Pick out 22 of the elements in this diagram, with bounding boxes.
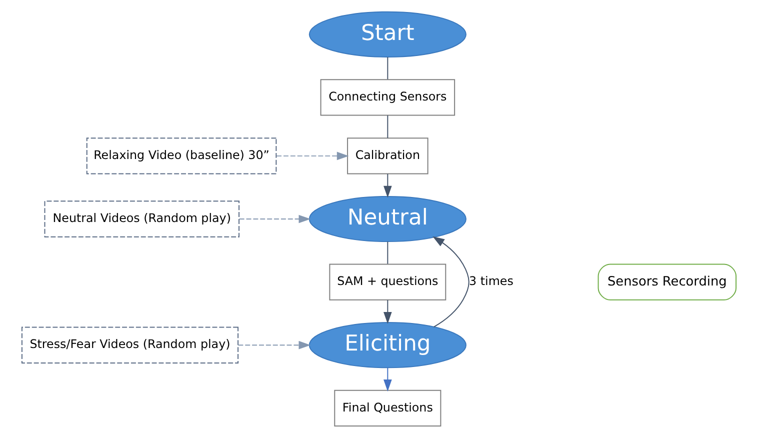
edge-label: 3 times — [469, 274, 514, 288]
node-box: Stress/Fear Videos (Random play) — [21, 326, 239, 364]
arrow — [432, 236, 470, 328]
arrow — [384, 367, 392, 392]
node-box: Neutral Videos (Random play) — [44, 200, 240, 238]
arrow — [238, 214, 311, 224]
node-box: Final Questions — [334, 390, 442, 426]
node-box: Relaxing Video (baseline) 30” — [86, 138, 277, 174]
connector — [387, 241, 388, 264]
node-ellipse: Eliciting — [308, 322, 466, 368]
arrow — [238, 340, 311, 350]
arrow — [384, 173, 392, 198]
node-box: Sensors Recording — [598, 264, 737, 300]
node-ellipse: Neutral — [308, 196, 466, 242]
arrow — [276, 152, 349, 160]
arrow — [384, 300, 392, 324]
node-box: Connecting Sensors — [320, 79, 456, 116]
connector — [387, 114, 388, 138]
connector — [387, 56, 388, 80]
node-box: Calibration — [347, 138, 428, 174]
node-ellipse: Start — [308, 11, 466, 58]
node-box: SAM + questions — [329, 264, 446, 300]
